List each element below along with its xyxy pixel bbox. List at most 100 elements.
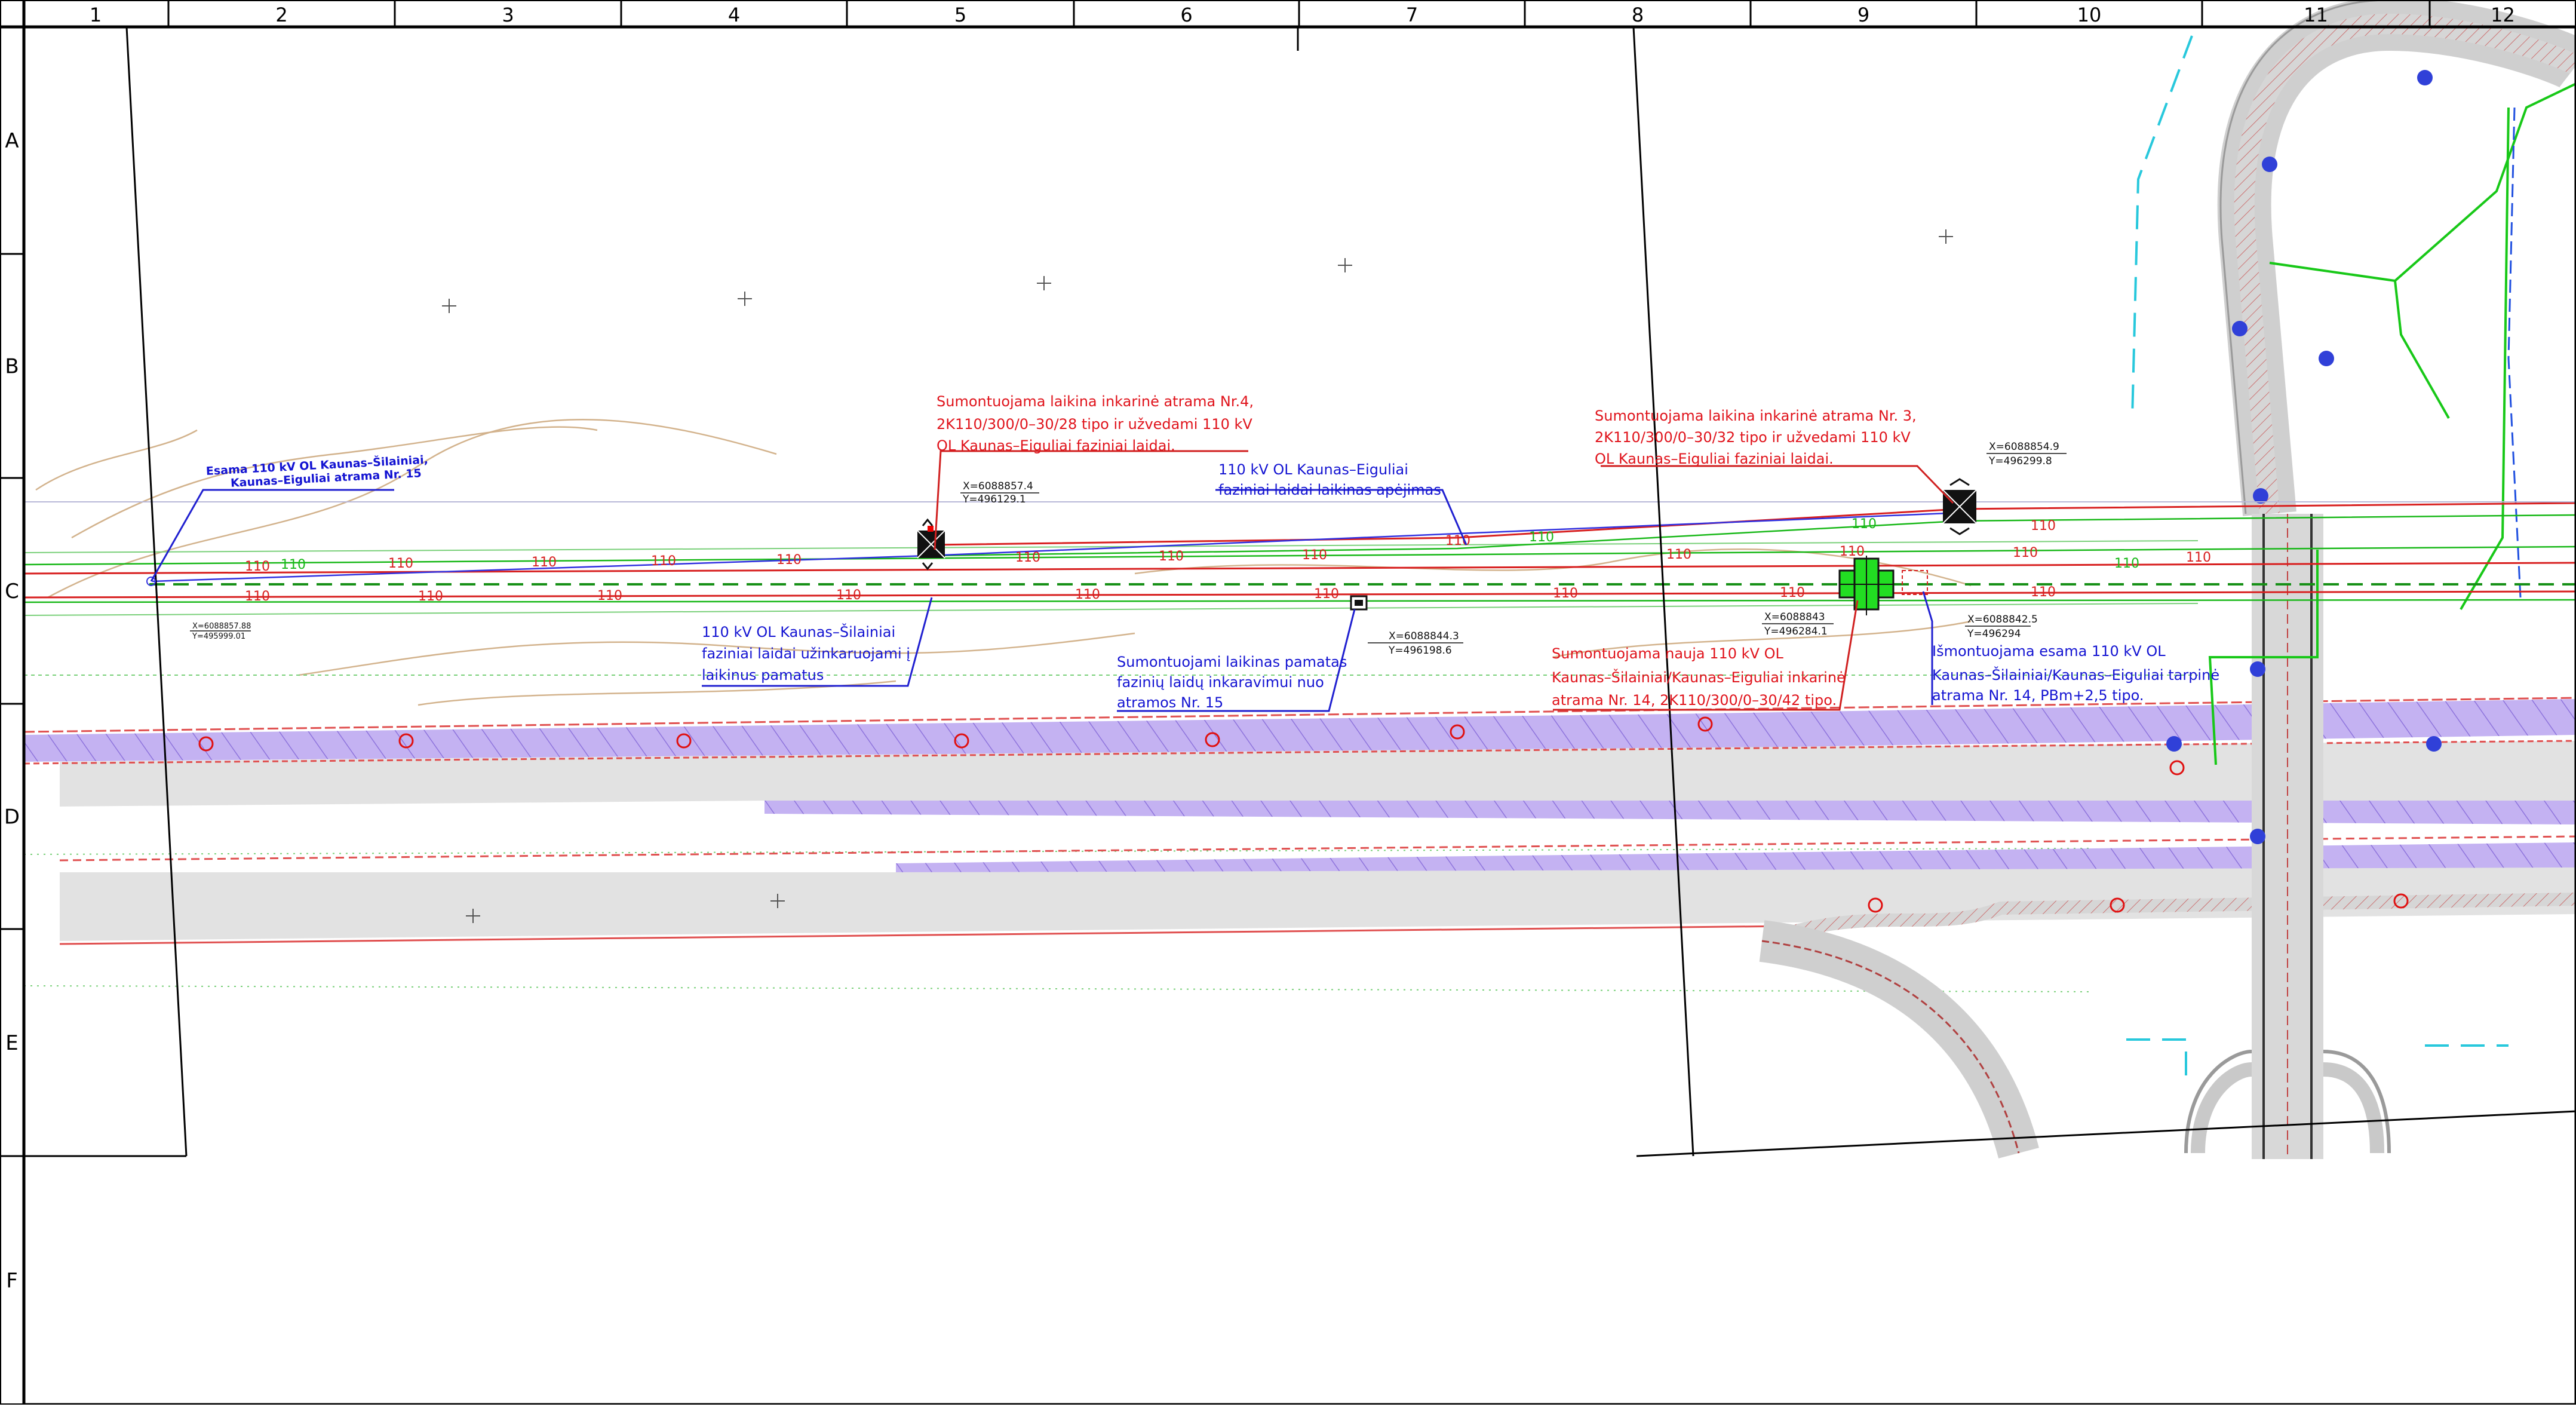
svg-text:OL Kaunas–Eiguliai faziniai la: OL Kaunas–Eiguliai faziniai laidai. — [1595, 450, 1834, 467]
column-label-2: 2 — [275, 4, 287, 26]
temporary-tower-3-symbol[interactable] — [1942, 478, 1977, 535]
leader-anchored — [702, 597, 933, 687]
temporary-tower-4-symbol[interactable] — [917, 518, 945, 571]
coords-foundation: X=6088844.3 Y=496198.6 — [1368, 630, 1463, 657]
match-lines — [24, 26, 2576, 1157]
line-label-110: 110 — [651, 554, 676, 569]
annotations: Esama 110 kV OL Kaunas–Šilainiai, Kaunas… — [205, 393, 2219, 711]
svg-text:Y=496294: Y=496294 — [1967, 628, 2021, 640]
existing-line-green-lower — [23, 599, 2576, 603]
line-label-110: 110 — [245, 589, 270, 604]
svg-text:OL Kaunas–Eiguliai faziniai la: OL Kaunas–Eiguliai faziniai laidai. — [937, 437, 1175, 454]
svg-text:X=6088844.3: X=6088844.3 — [1389, 630, 1459, 642]
column-label-7: 7 — [1406, 4, 1418, 26]
leader-tower4 — [934, 450, 1248, 550]
label-existing-tower-15: Esama 110 kV OL Kaunas–Šilainiai, Kaunas… — [205, 452, 428, 490]
new-tower-14-symbol[interactable] — [1838, 556, 1895, 615]
line-label-110: 110 — [597, 588, 622, 603]
row-label-A: A — [5, 129, 19, 153]
svg-text:Sumontuojama nauja 110 kV OL: Sumontuojama nauja 110 kV OL — [1552, 645, 1784, 662]
road-surface-2 — [60, 868, 2576, 941]
bypass-line-green — [931, 514, 2576, 557]
bridge-ramp-edge — [2219, 0, 2390, 514]
svg-text:Y=496198.6: Y=496198.6 — [1388, 645, 1452, 657]
exit-road — [1759, 920, 2039, 1158]
temporary-foundation-symbol[interactable] — [1350, 595, 1368, 611]
line-label-110: 110 — [836, 588, 861, 603]
row-label-C: C — [5, 580, 19, 603]
bridge-ramp-hatch — [2234, 13, 2576, 515]
line-label-110: 110 — [1529, 530, 1554, 545]
line-label-110: 110 — [1015, 550, 1040, 565]
terrain-contours — [35, 419, 1972, 706]
coords-old14: X=6088842.5 Y=496294 — [1965, 614, 2038, 640]
leader-tower3 — [1601, 465, 1954, 504]
hatched-zone-lower — [896, 842, 2576, 877]
column-label-4: 4 — [728, 4, 740, 26]
row-label-D: D — [4, 805, 20, 829]
coords-new14: X=6088843 Y=496284.1 — [1762, 611, 1834, 637]
power-lines — [23, 501, 2576, 603]
label-anchored-wires: 110 kV OL Kaunas–Šilainiai faziniai laid… — [702, 623, 910, 683]
coords-tower3: X=6088854.9 Y=496299.8 — [1987, 441, 2067, 467]
column-label-8: 8 — [1632, 4, 1644, 26]
svg-text:X=6088843: X=6088843 — [1764, 611, 1825, 623]
svg-text:110 kV OL Kaunas–Eiguliai: 110 kV OL Kaunas–Eiguliai — [1218, 461, 1408, 478]
line-label-110: 110 — [2031, 585, 2056, 600]
svg-text:laikinus pamatus: laikinus pamatus — [702, 667, 824, 683]
line-label-110: 110 — [2186, 550, 2211, 565]
line-label-110: 110 — [281, 557, 306, 572]
coords-tower15: X=6088857.88 Y=495999.01 — [190, 622, 251, 641]
row-label-B: B — [5, 355, 19, 379]
svg-text:2K110/300/0–30/32 tipo ir užve: 2K110/300/0–30/32 tipo ir užvedami 110 k… — [1595, 429, 1911, 446]
line-label-110: 110 — [388, 556, 413, 571]
roundabout-lane — [2191, 1062, 2384, 1154]
leader-old14 — [1922, 591, 1933, 705]
svg-text:X=6088854.9: X=6088854.9 — [1989, 441, 2059, 453]
road-edges — [23, 697, 2576, 945]
blue-bypass-2 — [928, 511, 1963, 557]
line-label-110: 110 — [245, 559, 270, 574]
column-label-10: 10 — [2077, 4, 2102, 26]
line-label-110: 110 — [776, 553, 802, 568]
column-label-12: 12 — [2491, 4, 2515, 26]
svg-text:faziniai laidai laikinas apėji: faziniai laidai laikinas apėjimas — [1218, 482, 1441, 498]
svg-text:fazinių laidų inkaravimui nuo: fazinių laidų inkaravimui nuo — [1117, 674, 1324, 691]
towers — [146, 478, 1977, 615]
leader-bypass — [1215, 489, 1467, 545]
line-label-110: 110 — [1780, 586, 1805, 600]
ramp-curve — [1790, 893, 2576, 939]
svg-text:Kaunas–Šilainiai/Kaunas–Eiguli: Kaunas–Šilainiai/Kaunas–Eiguliai inkarin… — [1552, 668, 1846, 686]
svg-text:Y=495999.01: Y=495999.01 — [192, 632, 245, 641]
svg-text:X=6088842.5: X=6088842.5 — [1967, 614, 2038, 626]
svg-text:Sumontuojama laikina inkarinė: Sumontuojama laikina inkarinė atrama Nr.… — [1595, 407, 1917, 424]
existing-tower-15-symbol[interactable] — [146, 577, 156, 586]
cyan-boundaries — [2126, 35, 2509, 1081]
column-label-5: 5 — [954, 4, 966, 26]
blue-bypass — [152, 554, 929, 583]
label-new-tower-14: Sumontuojama nauja 110 kV OL Kaunas–Šila… — [1552, 645, 1846, 709]
bypass-line-red — [931, 502, 2576, 546]
svg-text:faziniai laidai užinkaruojami: faziniai laidai užinkaruojami į — [702, 645, 910, 662]
old-tower-14-symbol[interactable] — [1902, 570, 1928, 595]
label-remove-tower-14: Išmontuojama esama 110 kV OL Kaunas–Šila… — [1932, 643, 2219, 704]
svg-text:atramos Nr. 15: atramos Nr. 15 — [1117, 694, 1223, 711]
existing-line-lower — [23, 590, 2576, 599]
column-label-1: 1 — [90, 4, 102, 26]
line-label-110: 110 — [532, 555, 557, 570]
line-label-110: 110 — [1075, 587, 1100, 602]
exit-road-edge — [1761, 940, 2020, 1154]
coords-tower4: X=6088857.4 Y=496129.1 — [960, 480, 1039, 505]
line-label-110: 110 — [1314, 587, 1339, 602]
svg-text:atrama Nr. 14, PBm+2,5 tipo.: atrama Nr. 14, PBm+2,5 tipo. — [1932, 687, 2144, 704]
existing-line-green — [23, 545, 2576, 566]
svg-text:Sumontuojami laikinas pamatas: Sumontuojami laikinas pamatas — [1117, 654, 1347, 670]
row-label-F: F — [6, 1269, 18, 1293]
line-label-110: 110 — [418, 589, 443, 604]
blue-markers — [2166, 70, 2442, 844]
column-label-3: 3 — [502, 4, 514, 26]
red-road-markers — [198, 716, 2409, 913]
svg-text:X=6088857.88: X=6088857.88 — [192, 622, 251, 631]
